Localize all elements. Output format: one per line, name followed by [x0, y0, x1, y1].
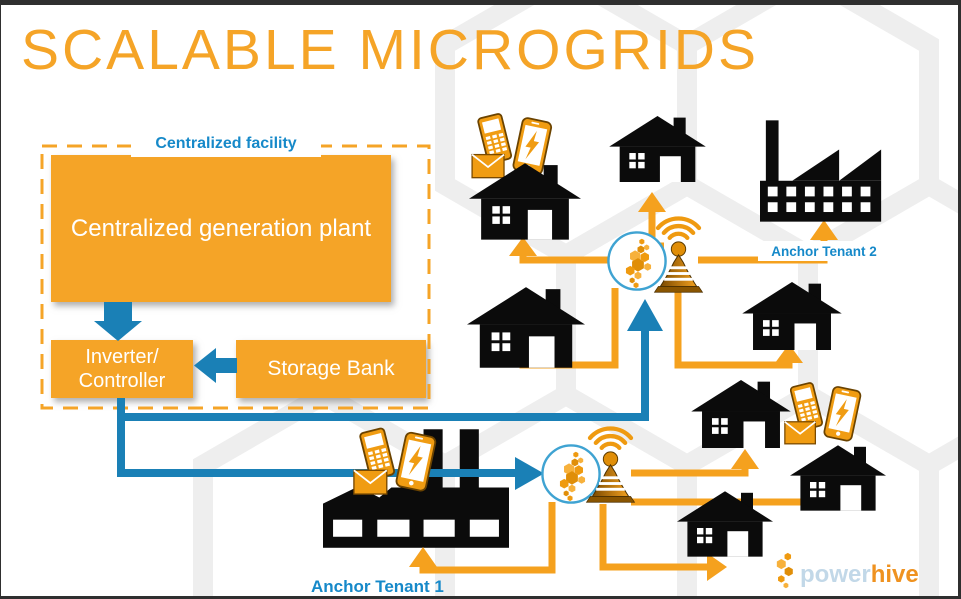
blue-arrowhead-to-top-hub: [627, 299, 663, 331]
house-icon: [691, 380, 791, 448]
blue-arrowhead-plant-to-inverter: [94, 321, 142, 341]
radio-tower-icon: [576, 415, 645, 507]
house-icon: [467, 287, 585, 368]
centralized-generation-plant-box: Centralized generation plant: [51, 155, 391, 302]
inverter-label-line2: Controller: [78, 370, 166, 392]
house-icon: [469, 163, 581, 240]
page-title: SCALABLE MICROGRIDS: [21, 18, 759, 82]
inverter-label-line1: Inverter/: [85, 346, 159, 368]
storage-label: Storage Bank: [267, 357, 395, 380]
anchor-tenant-1-label: Anchor Tenant 1: [311, 577, 444, 596]
house-icon: [609, 116, 706, 182]
factory-icon-anchor-tenant-2: [760, 120, 887, 222]
logo-hive-text: hive: [870, 561, 919, 588]
mobile-phones-icon: [784, 381, 862, 449]
mobile-phones-icon: [353, 426, 437, 500]
storage-bank-box: Storage Bank: [236, 340, 426, 398]
house-icon: [790, 445, 886, 511]
centralized-facility-label: Centralized facility: [131, 131, 321, 157]
plant-label: Centralized generation plant: [70, 214, 372, 242]
house-icon: [742, 282, 842, 350]
logo-power-text: power: [800, 561, 871, 588]
blue-arrowhead-to-hub: [515, 457, 544, 490]
lightning-bolt-icon: [772, 552, 798, 591]
inverter-controller-box: Inverter/ Controller: [51, 340, 193, 398]
anchor-tenant-2-label: Anchor Tenant 2: [758, 241, 890, 261]
radio-tower-icon: [644, 205, 713, 297]
house-icon: [677, 491, 773, 557]
powerhive-logo: powerhive: [800, 561, 919, 589]
blue-arrowhead-storage-to-inverter: [194, 348, 216, 383]
